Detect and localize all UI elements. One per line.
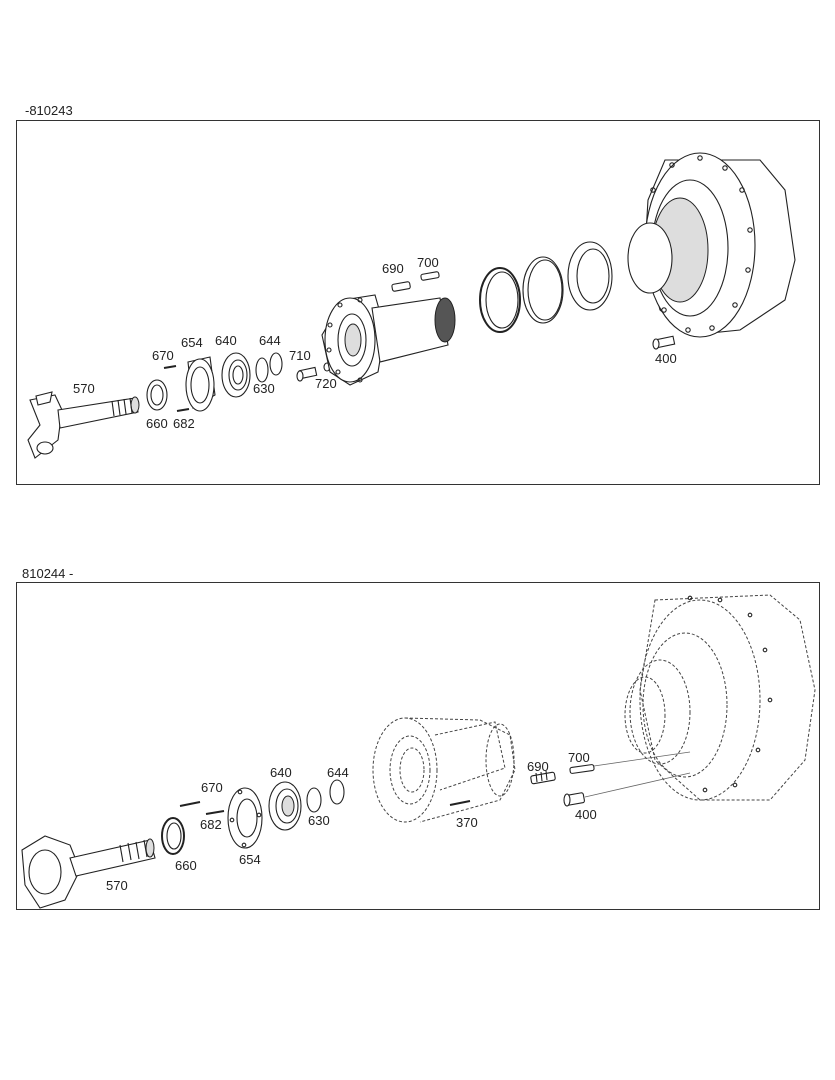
housing-bottom [624,594,816,801]
part-570-top [27,391,140,459]
part-660-bottom [161,817,185,855]
callout-700-top: 700 [417,255,439,270]
top-diagram: 570 660 670 682 654 640 630 644 710 720 … [27,152,796,459]
callout-640-bottom: 640 [270,765,292,780]
callout-700-bottom: 700 [568,750,590,765]
part-670-682-top [163,365,190,412]
part-690-top [391,281,411,292]
callout-644-top: 644 [259,333,281,348]
section-label-bottom: 810244 - [22,566,74,581]
part-630-top [255,357,269,383]
hub-bottom [372,717,516,823]
callout-660-top: 660 [146,416,168,431]
part-654-top [185,356,216,412]
part-700-top [420,271,440,281]
callout-682-top: 682 [173,416,195,431]
part-370-bottom [449,800,471,806]
callout-690-bottom: 690 [527,759,549,774]
callout-570-bottom: 570 [106,878,128,893]
callout-370-bottom: 370 [456,815,478,830]
part-400-top [652,335,676,350]
large-bearing-top [567,241,613,311]
part-654-bottom [227,787,263,849]
part-690-bottom [530,770,556,785]
callout-630-bottom: 630 [308,813,330,828]
part-660-top [146,379,168,411]
part-630-bottom [306,787,322,813]
part-644-top [269,352,283,376]
part-400-bottom [563,772,691,807]
part-640-bottom [268,781,302,831]
callout-690-top: 690 [382,261,404,276]
callout-682-bottom: 682 [200,817,222,832]
bottom-diagram: 570 660 670 682 654 640 630 644 370 690 … [21,594,816,909]
housing-top [627,152,796,338]
callout-630-top: 630 [253,381,275,396]
section-label-top: -810243 [25,103,73,118]
part-700-bottom [569,751,691,774]
callout-670-bottom: 670 [201,780,223,795]
callout-570-top: 570 [73,381,95,396]
large-seal-ring-1-top [479,267,521,333]
callout-710-top: 710 [289,348,311,363]
callout-654-bottom: 654 [239,852,261,867]
part-570-bottom [21,835,156,909]
callout-400-bottom: 400 [575,807,597,822]
large-seal-ring-2-top [522,256,564,324]
callout-640-top: 640 [215,333,237,348]
hub-top [321,294,456,386]
part-644-bottom [329,779,345,805]
part-640-top [221,352,251,398]
callout-660-bottom: 660 [175,858,197,873]
callout-644-bottom: 644 [327,765,349,780]
part-670-682-bottom [179,801,225,815]
callout-670-top: 670 [152,348,174,363]
part-710-top [296,366,318,382]
callout-654-top: 654 [181,335,203,350]
callout-720-top: 720 [315,376,337,391]
callout-400-top: 400 [655,351,677,366]
